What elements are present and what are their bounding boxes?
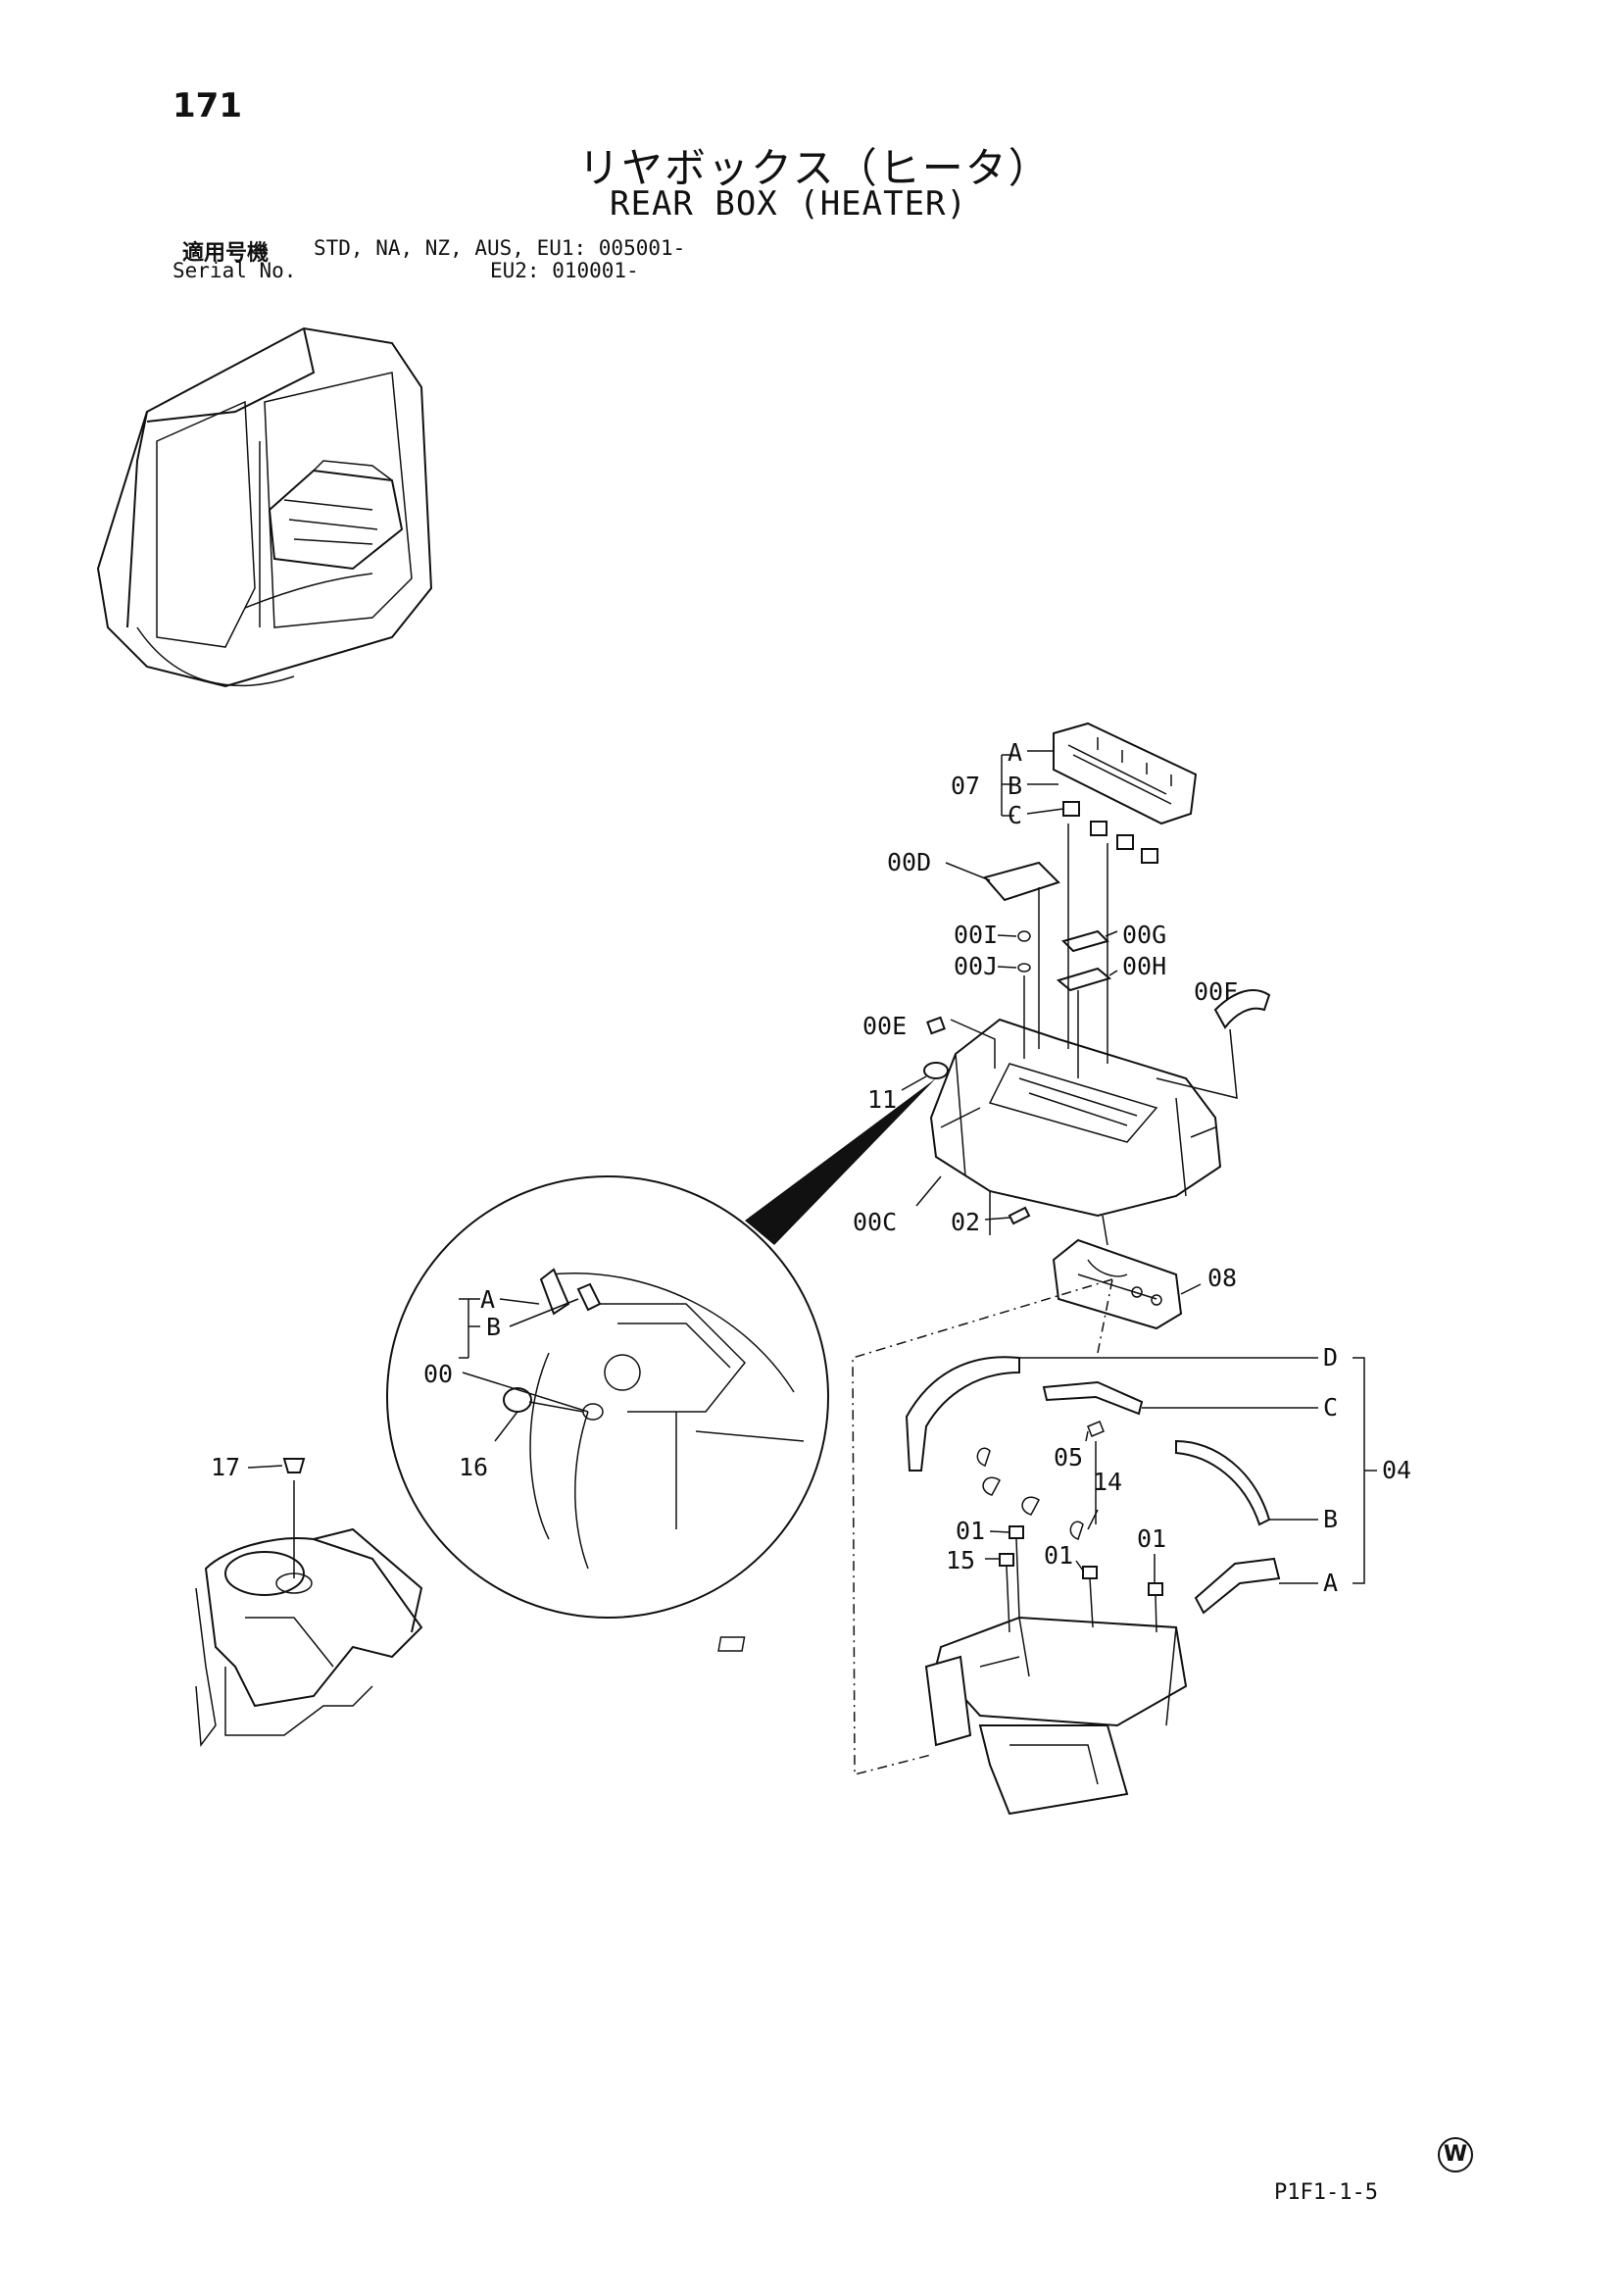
callout-00I: 00I — [954, 921, 998, 949]
rear-box-part — [929, 1018, 1222, 1246]
serial-range-line1: STD, NA, NZ, AUS, EU1: 005001- — [314, 236, 686, 260]
callout-00: 00 — [423, 1360, 453, 1388]
callout-00E: 00E — [862, 1012, 907, 1040]
callout-15: 15 — [946, 1546, 975, 1574]
callout-00-A: A — [480, 1285, 495, 1314]
callout-01-middle: 01 — [1044, 1541, 1073, 1570]
bracket-08-part — [1052, 1238, 1183, 1330]
detail-view-circle — [386, 1175, 829, 1619]
heater-unit-illustration — [195, 1458, 423, 1748]
callout-07-B: B — [1008, 772, 1022, 800]
callout-00-B: B — [486, 1313, 501, 1341]
leader-lines — [247, 750, 1377, 1633]
callout-00C: 00C — [853, 1208, 897, 1236]
top-cover-part — [1053, 722, 1198, 864]
callout-08: 08 — [1207, 1264, 1237, 1292]
serial-label-japanese: 適用号機 — [182, 241, 270, 266]
callout-05: 05 — [1054, 1443, 1083, 1472]
title-japanese: リヤボックス（ヒータ） — [578, 144, 1052, 192]
callout-00J: 00J — [954, 952, 998, 980]
callout-04-C: C — [1323, 1393, 1338, 1422]
callout-07-A: A — [1008, 738, 1022, 767]
serial-label-english: Serial No. — [172, 259, 297, 282]
panel-00D — [983, 861, 1060, 902]
callout-16: 16 — [459, 1453, 488, 1481]
cab-overview-illustration — [96, 326, 433, 688]
callout-04-A: A — [1323, 1569, 1338, 1597]
callout-02: 02 — [951, 1208, 980, 1236]
assembly-boundary-line — [852, 1278, 1113, 1775]
callout-00G: 00G — [1122, 921, 1166, 949]
callout-07-C: C — [1008, 801, 1022, 829]
callout-01-left: 01 — [956, 1517, 985, 1545]
figure-code: P1F1-1-5 — [1274, 2180, 1378, 2205]
callout-00F: 00F — [1194, 977, 1238, 1006]
callout-00D: 00D — [887, 848, 931, 876]
callout-04-D: D — [1323, 1343, 1338, 1372]
callout-17: 17 — [211, 1453, 240, 1481]
title-english: REAR BOX (HEATER) — [610, 184, 967, 224]
callout-04: 04 — [1382, 1456, 1411, 1484]
w-mark-icon: W — [1438, 2137, 1473, 2172]
page-number: 171 — [172, 86, 242, 125]
callout-04-B: B — [1323, 1505, 1338, 1533]
callout-01-right: 01 — [1137, 1524, 1166, 1553]
callout-11: 11 — [867, 1085, 897, 1114]
lower-frame-assembly — [717, 1356, 1281, 1816]
callout-07: 07 — [951, 772, 980, 800]
callout-14: 14 — [1093, 1468, 1122, 1496]
serial-range-line2: EU2: 010001- — [490, 259, 639, 282]
detail-pointer — [745, 1078, 936, 1245]
callout-00H: 00H — [1122, 952, 1166, 980]
callout-labels: 07 A B C 00D 00I 00J 00G 00H 00F 00E 11 … — [211, 738, 1411, 1597]
